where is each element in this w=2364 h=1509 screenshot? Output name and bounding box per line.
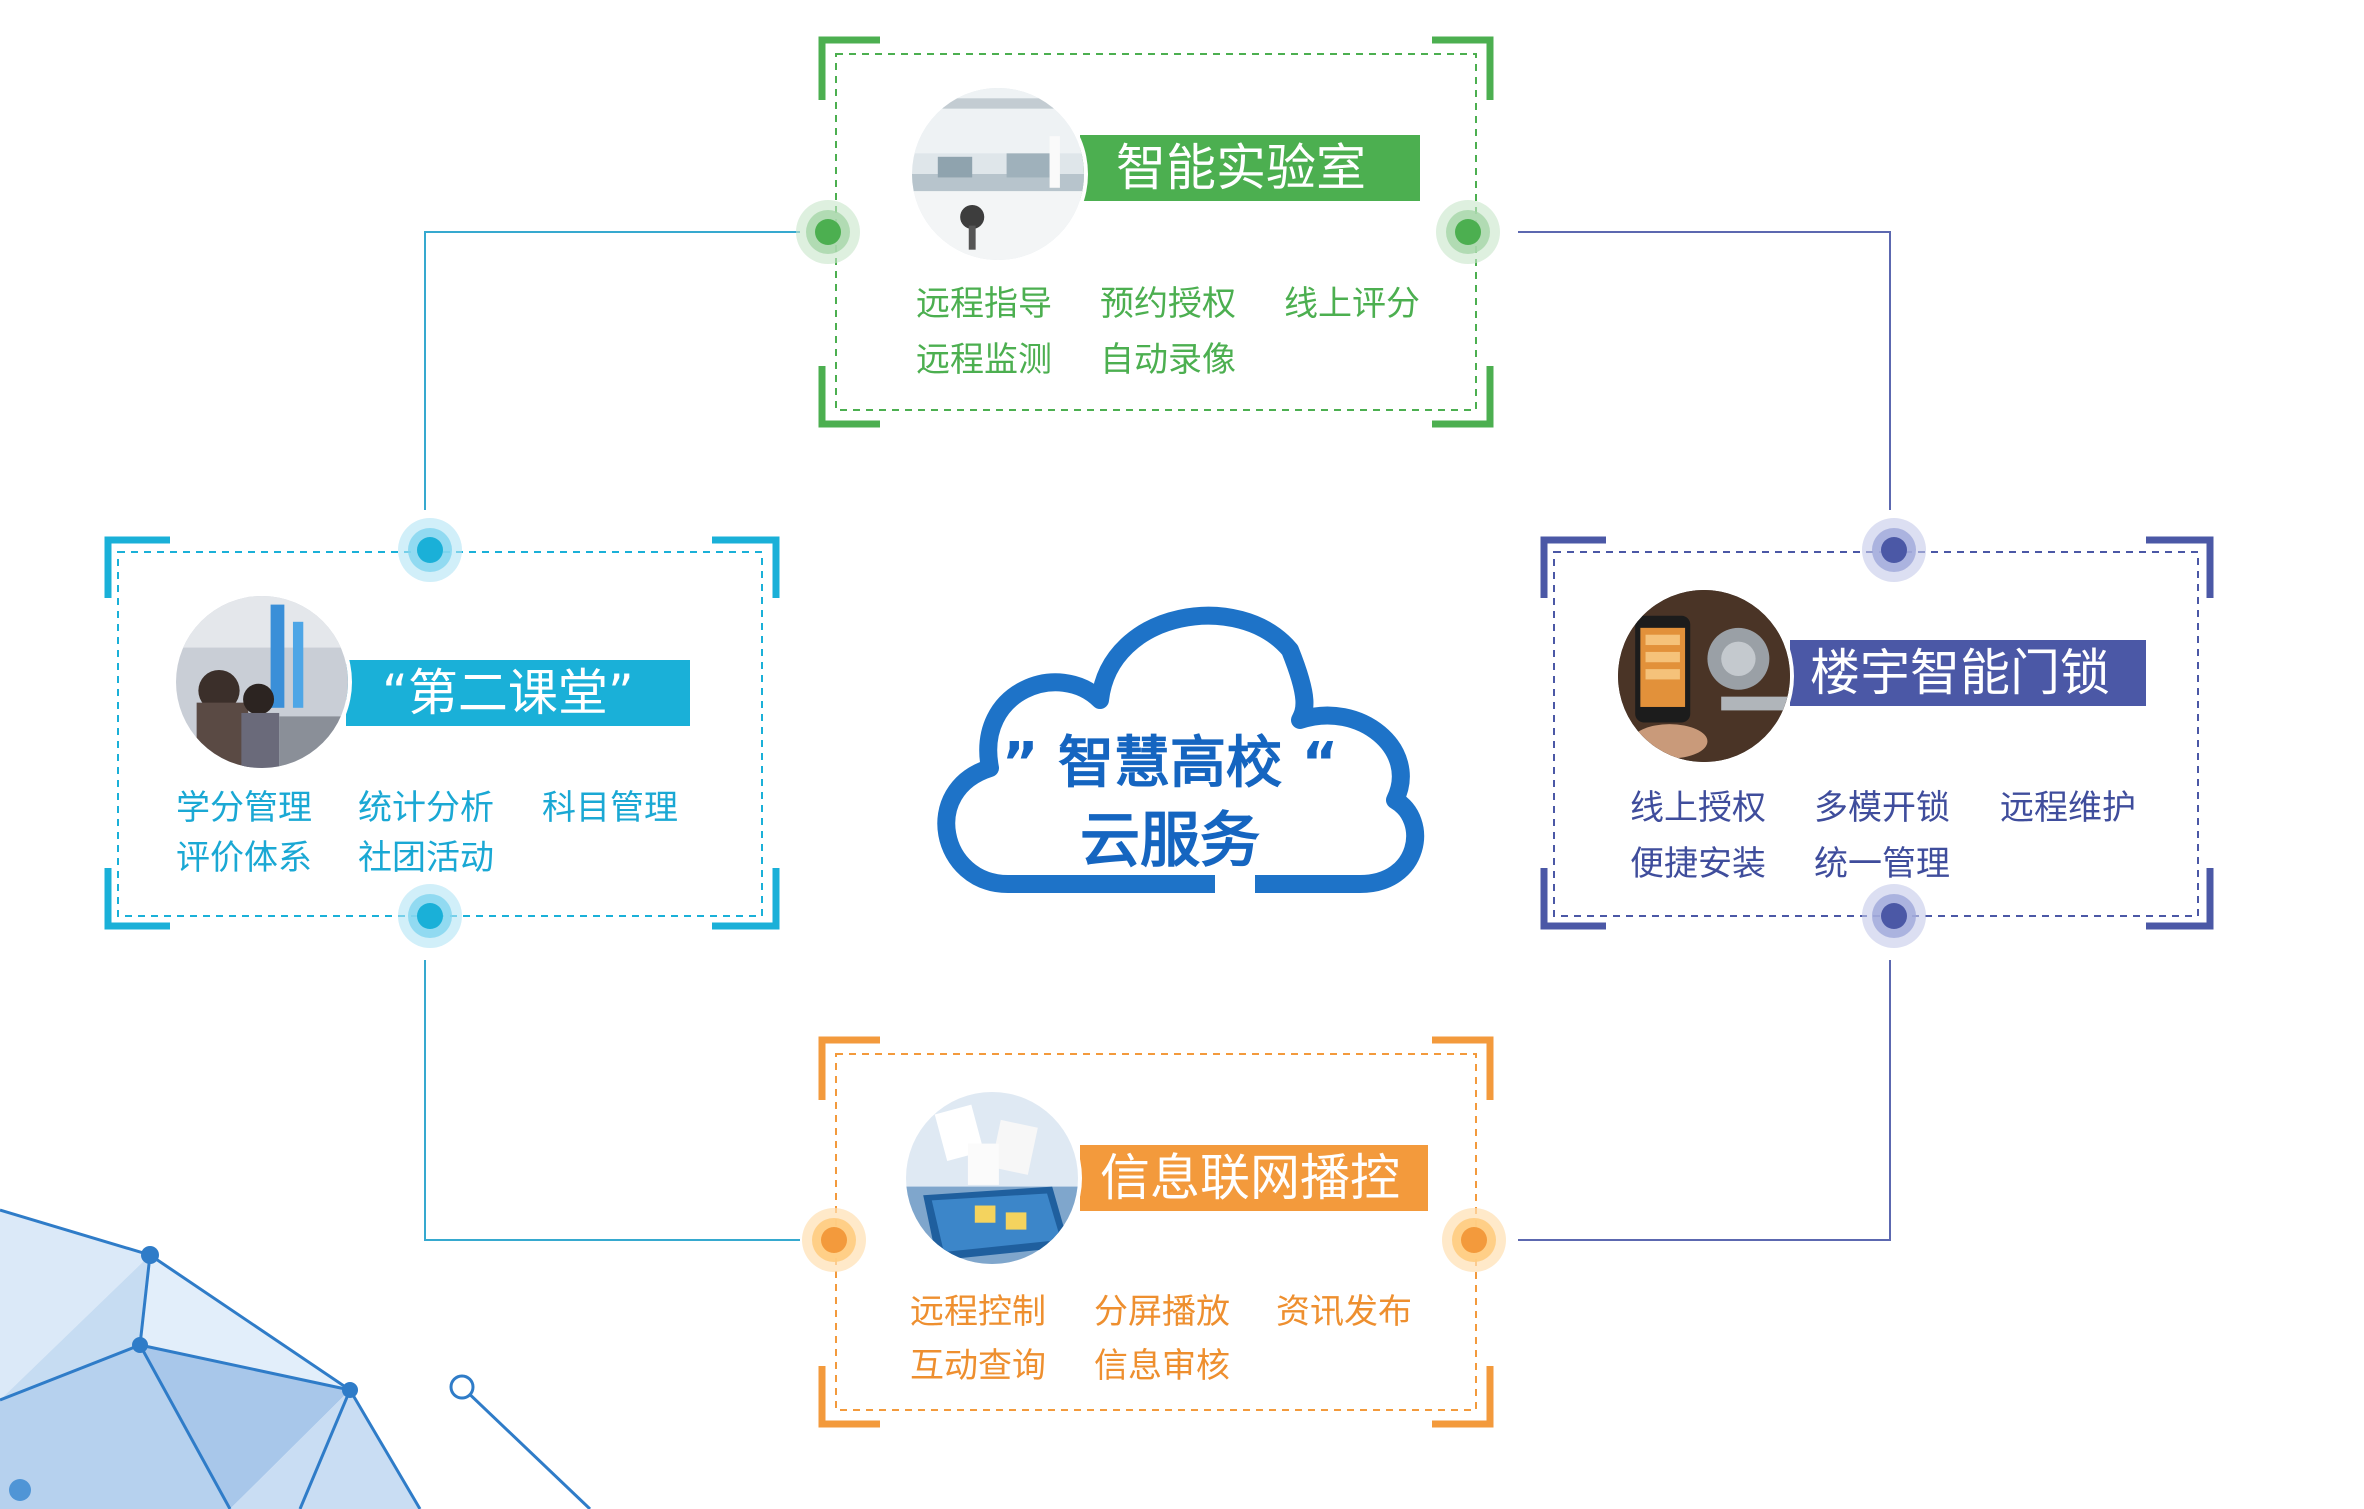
lab-feature: 远程监测 [916, 340, 1052, 380]
lab-feature: 线上评分 [1284, 284, 1420, 324]
lab-frame [796, 36, 1500, 428]
students-activity-photo-icon [176, 596, 348, 768]
lab-feature: 远程指导 [916, 284, 1052, 324]
smart-lock-photo-icon [1618, 590, 1790, 762]
broadcast-frame [802, 1036, 1506, 1428]
classroom-feature: 学分管理 [176, 788, 312, 828]
lab-title: 智能实验室 [1080, 135, 1420, 201]
lock-feature: 便捷安装 [1630, 844, 1766, 884]
lab-feature: 预约授权 [1100, 284, 1236, 324]
classroom-title: “第二课堂” [346, 660, 690, 726]
broadcast-feature: 资讯发布 [1276, 1292, 1412, 1332]
lock-feature: 线上授权 [1630, 788, 1766, 828]
cloud-icon [937, 606, 1425, 895]
classroom-feature: 社团活动 [358, 838, 494, 878]
lock-feature: 多模开锁 [1814, 788, 1950, 828]
lock-frame [1540, 518, 2214, 948]
low-poly-decoration [0, 1208, 592, 1509]
broadcast-feature: 互动查询 [910, 1346, 1046, 1386]
lab-feature: 自动录像 [1100, 340, 1236, 380]
classroom-feature: 评价体系 [176, 838, 312, 878]
lock-feature: 统一管理 [1814, 844, 1950, 884]
broadcast-feature: 远程控制 [910, 1292, 1046, 1332]
broadcast-feature: 分屏播放 [1094, 1292, 1230, 1332]
classroom-frame [104, 518, 780, 948]
cloud-title-line1: ” 智慧高校 “ [1001, 731, 1339, 796]
classroom-feature: 科目管理 [542, 788, 678, 828]
tablet-documents-photo-icon [906, 1092, 1078, 1264]
laboratory-photo-icon [912, 88, 1084, 260]
lock-title: 楼宇智能门锁 [1790, 640, 2146, 706]
cloud-title-line2: 云服务 [1080, 806, 1260, 876]
lock-feature: 远程维护 [2000, 788, 2136, 828]
broadcast-feature: 信息审核 [1094, 1346, 1230, 1386]
broadcast-title: 信息联网播控 [1080, 1145, 1428, 1211]
classroom-feature: 统计分析 [358, 788, 494, 828]
